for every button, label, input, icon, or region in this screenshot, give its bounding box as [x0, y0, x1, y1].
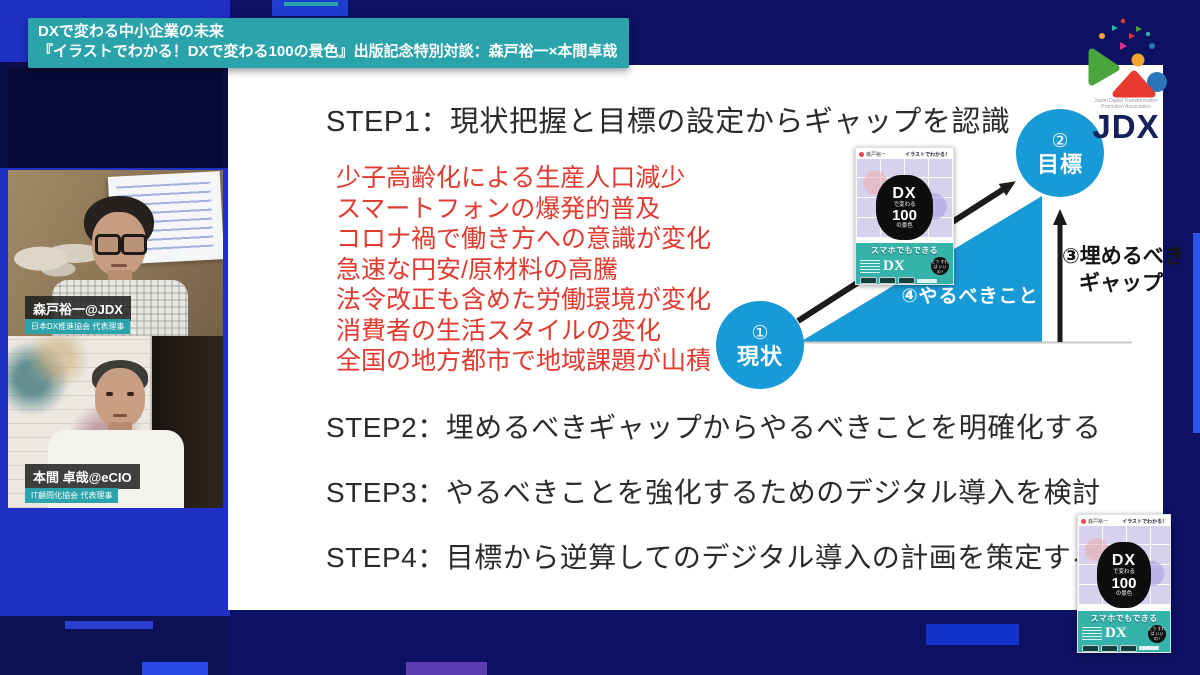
bg-decor-rect [926, 624, 1019, 645]
book-pill-note [1139, 646, 1159, 651]
book-band-catch: スマホでもできる [870, 246, 939, 256]
book-title-dx: DX [892, 184, 917, 202]
issue-line: 消費者の生活スタイルの変化 [336, 316, 662, 345]
book-band: スマホでもできる DX どう すれば いいの? [1078, 610, 1170, 652]
issue-line: 法令改正も含めた労働環境が変化 [336, 286, 712, 314]
book-title-100: 100 [891, 207, 917, 225]
book-author: 森戸裕一 [1088, 518, 1109, 525]
book-cover-corner: 森戸裕一 イラストでわかる！ DX で変わる 100 の景色 スマホでもできる … [1077, 514, 1171, 653]
step4-heading: STEP4：目標から逆算してのデジタル導入の計画を策定する [326, 542, 1100, 573]
goal-label: 目標 [1036, 152, 1083, 177]
gap-label-line1: ③埋めるべき [1062, 245, 1185, 268]
book-band-row: DX どう すれば いいの? [1078, 624, 1170, 643]
book-cover-slide: 森戸裕一 イラストでわかる！ DX で変わる 100 の景色 スマホでもできる … [855, 147, 954, 285]
book-header: 森戸裕一 イラストでわかる！ [1078, 515, 1170, 526]
current-state-number: ① [751, 323, 769, 344]
bg-left-black-panel [8, 68, 223, 168]
current-state-label: 現状 [736, 344, 783, 369]
participant1-title: 日本DX推進協会 代表理事 [25, 319, 131, 334]
bg-right-strip [1193, 233, 1200, 433]
book-title-sub1: で変わる [1112, 569, 1135, 576]
step2-heading: STEP2：埋めるべきギャップからやるべきことを明確化する [326, 412, 1102, 443]
book-pill-note [917, 278, 937, 283]
book-pill [860, 277, 877, 284]
book-band-dx: DX [1105, 625, 1127, 642]
bg-decor-rect [406, 662, 487, 675]
current-state-circle: ① 現状 [716, 301, 804, 389]
book-title-blob: DX で変わる 100 の景色 [876, 175, 933, 241]
bg-top-tab-teal-line [284, 2, 338, 6]
book-title-sub2: の景色 [1115, 590, 1133, 597]
book-band-smalltext [1082, 627, 1102, 641]
book-band: スマホでもできる DX どう すれば いいの? [856, 243, 953, 284]
book-band-catch: スマホでもできる [1090, 613, 1158, 623]
book-band-badge: どう すれば いいの? [1148, 624, 1166, 643]
book-pill [898, 277, 915, 284]
gap-label: ③埋めるべき ギャップ [1062, 243, 1185, 297]
book-band-row: DX どう すれば いいの? [856, 256, 953, 276]
person2-eye [106, 392, 113, 396]
jdx-wordmark: JDX [1092, 108, 1160, 145]
book-title-sub2: の景色 [896, 223, 913, 230]
book-pill [1082, 644, 1099, 652]
bg-decor-rect [142, 662, 208, 675]
book-tagline: イラストでわかる！ [1122, 518, 1167, 525]
bg-decor-rect [65, 621, 153, 629]
goal-circle: ② 目標 [1016, 109, 1104, 197]
book-pill [879, 277, 896, 284]
step1-heading: STEP1：現状把握と目標の設定からギャップを認識 [326, 106, 1011, 138]
gap-label-line2: ギャップ [1079, 272, 1163, 295]
title-banner: DXで変わる中小企業の未来 『イラストでわかる！DXで変わる100の景色』出版記… [28, 18, 630, 68]
person2-eye [127, 392, 134, 396]
participant2-title: IT顧問化協会 代表理事 [25, 488, 119, 503]
person1-mouth [111, 264, 127, 267]
step3-heading: STEP3：やるべきことを強化するためのデジタル導入を検討 [326, 477, 1101, 508]
book-title-dx: DX [1111, 552, 1137, 570]
book-author-dot [859, 151, 864, 157]
book-band-smalltext [860, 259, 880, 273]
issue-list: 少子高齢化による生産人口減少 スマートフォンの爆発的普及 コロナ禍で働き方への意… [336, 163, 711, 377]
banner-line1: DXで変わる中小企業の未来 [38, 23, 224, 40]
banner-line2: 『イラストでわかる！DXで変わる100の景色』出版記念特別対談：森戸裕一×本間卓… [38, 43, 618, 60]
book-band-badge: どう すれば いいの? [931, 257, 949, 276]
book-band-pills [1078, 643, 1170, 652]
jdx-logo-mark [1088, 18, 1167, 98]
book-title-100: 100 [1111, 574, 1137, 592]
book-author: 森戸裕一 [866, 151, 887, 158]
jdx-caption: Japan Digital Transformation Promotion A… [1076, 98, 1176, 110]
jdx-caption-line2: Promotion Association [1101, 104, 1151, 110]
person1-glasses [95, 234, 121, 255]
issue-line: 急速な円安/原材料の高騰 [336, 255, 618, 284]
goal-number: ② [1051, 131, 1069, 152]
book-band-dx: DX [883, 257, 905, 274]
person2-face [95, 368, 145, 428]
issue-line: コロナ禍で働き方への意識が変化 [336, 225, 712, 253]
person1-glasses [121, 234, 147, 255]
issue-line: 全国の地方都市で地域課題が山積 [336, 347, 712, 375]
video-feed-homma: 本間 卓哉@eCIO IT顧問化協会 代表理事 [8, 336, 223, 508]
participant2-name: 本間 卓哉@eCIO [25, 464, 140, 489]
book-author-dot [1081, 518, 1086, 524]
jdx-caption-line1: Japan Digital Transformation [1094, 98, 1158, 104]
jdx-logo: Japan Digital Transformation Promotion A… [1076, 16, 1176, 146]
book-pill [1101, 644, 1118, 652]
book-tagline: イラストでわかる！ [905, 151, 950, 158]
video-feed-morito: 森戸裕一@JDX 日本DX推進協会 代表理事 [8, 170, 223, 336]
todo-label: ④やるべきこと [901, 286, 1039, 307]
issue-line: 少子高齢化による生産人口減少 [336, 164, 686, 192]
issue-line: スマートフォンの爆発的普及 [336, 194, 661, 223]
wall-art [26, 336, 90, 390]
book-pill [1120, 644, 1137, 652]
book-header: 森戸裕一 イラストでわかる！ [856, 148, 953, 159]
book-band-pills [856, 275, 953, 284]
participant1-name: 森戸裕一@JDX [25, 296, 131, 321]
book-title-blob: DX で変わる 100 の景色 [1097, 542, 1151, 609]
person2-mouth [113, 414, 127, 417]
